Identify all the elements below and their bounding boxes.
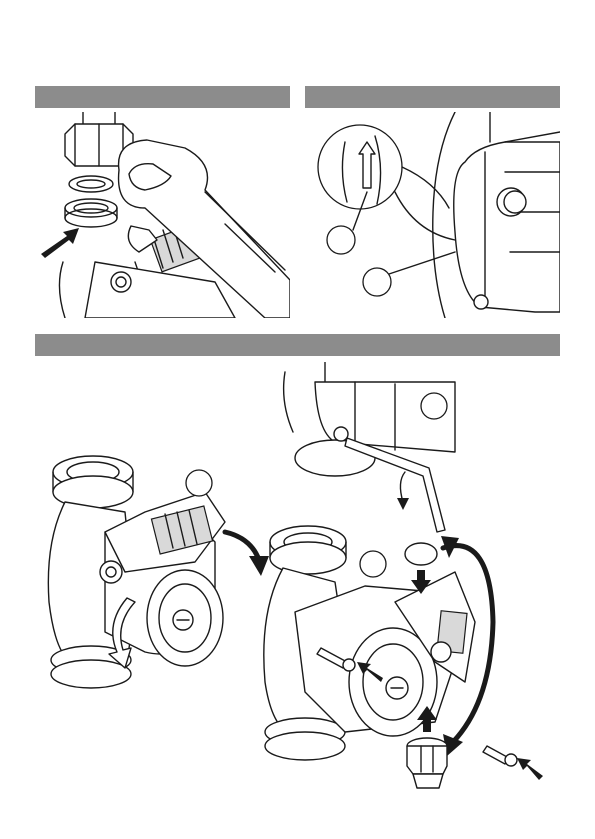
callout-d bbox=[186, 470, 212, 496]
screw-icon-2 bbox=[483, 746, 517, 766]
step-2-illustration bbox=[305, 112, 560, 318]
step-3-illustration bbox=[35, 362, 560, 802]
callout-b bbox=[363, 268, 391, 296]
arrow-icon bbox=[41, 228, 79, 258]
cable-gland-icon bbox=[407, 738, 447, 788]
callout-c bbox=[421, 393, 447, 419]
step-3-header-bar bbox=[35, 334, 560, 356]
seal-ring-icon bbox=[65, 176, 117, 227]
callout-e bbox=[360, 551, 386, 577]
callout-a bbox=[327, 226, 355, 254]
hex-key-icon bbox=[284, 362, 455, 532]
step-1-illustration bbox=[35, 112, 290, 318]
step-1-header-bar bbox=[35, 86, 290, 108]
step-2-header-bar bbox=[305, 86, 560, 108]
